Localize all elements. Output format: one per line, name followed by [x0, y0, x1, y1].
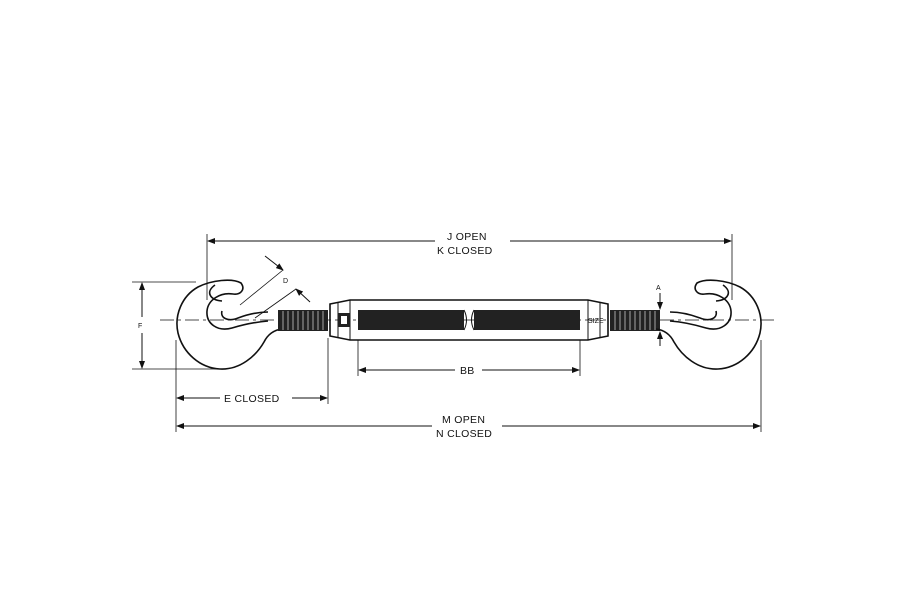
- size-stamp: SIZE: [588, 318, 604, 325]
- label-e-closed: E CLOSED: [224, 393, 280, 405]
- right-thread-grooves: [614, 311, 656, 330]
- label-j-open: J OPEN: [447, 231, 487, 243]
- label-n-closed: N CLOSED: [436, 428, 492, 440]
- label-d: D: [283, 278, 288, 285]
- label-a: A: [656, 285, 661, 292]
- body-slot-right: [474, 310, 580, 330]
- body-slot-left: [358, 310, 464, 330]
- label-k-closed: K CLOSED: [437, 245, 493, 257]
- turnbuckle-body: [329, 299, 609, 341]
- label-m-open: M OPEN: [442, 414, 485, 426]
- label-f: F: [138, 323, 142, 330]
- left-thread-grooves: [282, 311, 324, 330]
- left-hook: [176, 279, 283, 370]
- label-bb: BB: [460, 365, 475, 377]
- right-hook: [655, 279, 762, 370]
